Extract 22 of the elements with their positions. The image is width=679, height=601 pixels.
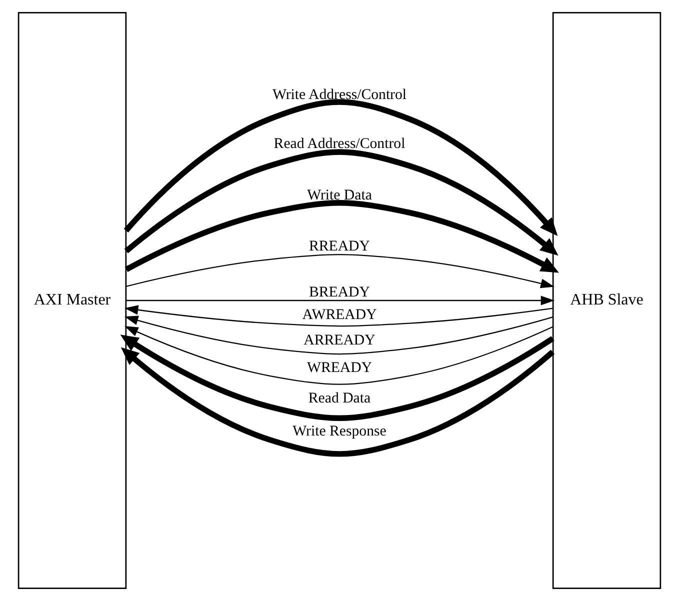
arrow (124, 316, 554, 355)
edge-label: Write Address/Control (272, 86, 407, 103)
node-box: AHB Slave (552, 12, 662, 589)
edge-label: Read Data (308, 390, 371, 407)
edge-label: BREADY (309, 284, 370, 300)
node-box: AXI Master (18, 12, 127, 589)
edge-label: Read Address/Control (274, 136, 406, 152)
arrow (124, 305, 553, 327)
edge-label: WREADY (306, 360, 372, 376)
edge-label: Write Response (292, 424, 386, 440)
arrow (124, 200, 559, 273)
arrow (126, 296, 555, 306)
arrow (124, 326, 554, 385)
edge-label: Write Data (307, 187, 372, 204)
edge-label: ARREADY (304, 332, 376, 348)
arrow (126, 254, 554, 288)
edge-label: RREADY (309, 238, 370, 255)
arrow (124, 149, 558, 256)
arrow (120, 347, 555, 457)
arrow (124, 99, 558, 236)
edge-label: AWREADY (302, 307, 377, 324)
arrow (120, 334, 554, 421)
